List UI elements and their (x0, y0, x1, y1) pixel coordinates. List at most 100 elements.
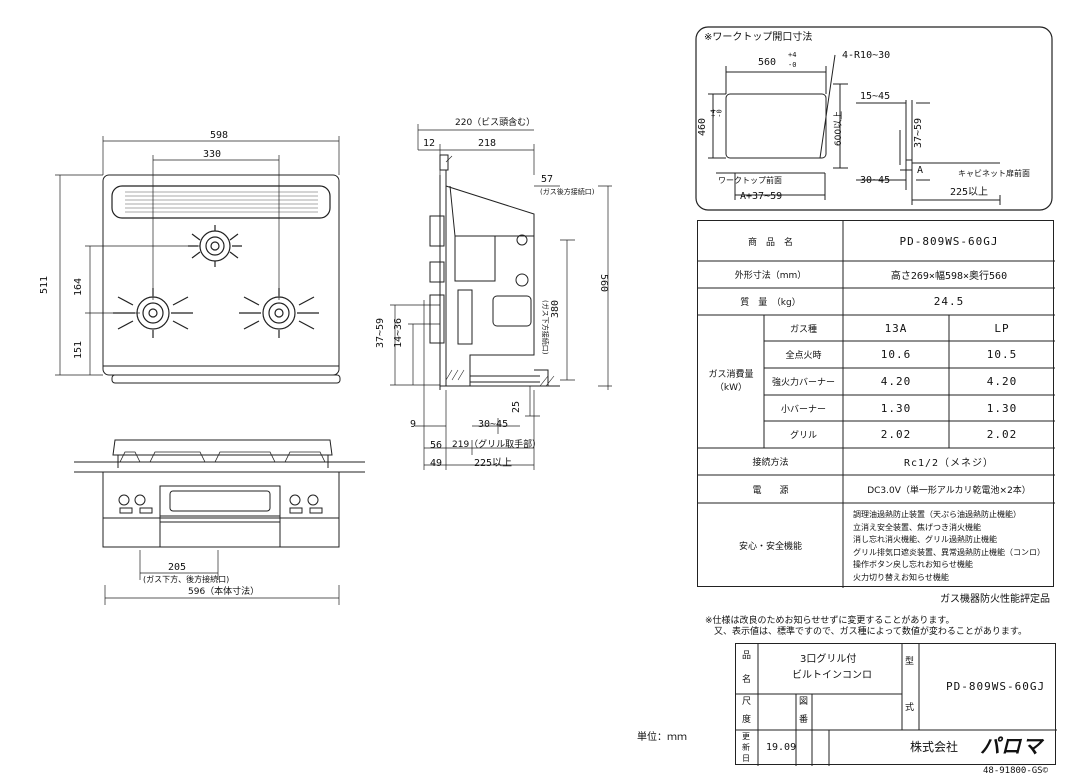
dim-12: 12 (423, 138, 436, 149)
note-line-1: ※仕様は改良のためお知らせせずに変更することがあります。 (705, 616, 955, 626)
dim-49: 49 (430, 458, 443, 469)
dim-511: 511 (39, 275, 51, 295)
row-label-small: 小バーナー (780, 404, 826, 415)
tb-date: 19.09 (766, 742, 797, 753)
dim-14-36: 14~36 (393, 317, 405, 349)
tb-hin: 品 (742, 651, 752, 661)
mass-value: 24.5 (933, 295, 965, 308)
tb-shaku: 尺 (742, 697, 752, 707)
dim-57-note: (ガス後方接続口) (540, 188, 595, 196)
tb-ban: 番 (799, 715, 809, 725)
worktop-dim-a: A+37~59 (740, 191, 783, 202)
tb-product-line1: 3口グリル付 (800, 654, 857, 665)
tb-mei: 名 (742, 675, 752, 685)
dimensions-label: 外形寸法（mm） (734, 271, 807, 281)
row-small-a: 1.30 (880, 401, 912, 415)
row-label-all: 全点火時 (785, 351, 822, 361)
mass-label: 質 量 （kg） (740, 298, 801, 308)
tb-kou: 更 (742, 732, 750, 741)
worktop-dim-460: 460 (697, 117, 709, 137)
spec-table: 商 品 名 PD-809WS-60GJ 外形寸法（mm） 高さ269×幅598×… (697, 220, 1055, 588)
certification: ガス機器防火性能評定品 (940, 594, 1050, 605)
connection-label: 接続方法 (752, 458, 789, 468)
tb-company: 株式会社 (910, 740, 959, 754)
safety-item: グリル排気口遮炎装置、異常過熱防止機能（コンロ） (853, 547, 1045, 557)
spec-table-grid (698, 221, 1055, 588)
dim-560-side: 560 (598, 273, 610, 293)
worktop-dim-225: 225以上 (950, 187, 989, 198)
worktop-dim-r: 4-R10~30 (842, 50, 891, 61)
worktop-dim-600: 600以上 (834, 110, 845, 147)
worktop-title: ※ワークトップ開口寸法 (704, 32, 813, 43)
dim-9: 9 (410, 419, 417, 430)
worktop-dim-30-45: 30~45 (860, 175, 891, 186)
worktop-dim-15-45: 15~45 (860, 91, 891, 102)
dim-164: 164 (73, 277, 85, 297)
front-elevation-drawing (74, 439, 365, 605)
worktop-dim-560-tol-down: -0 (788, 61, 797, 69)
dim-205: 205 (168, 562, 187, 573)
row-all-b: 10.5 (986, 348, 1018, 361)
row-label-grill: グリル (789, 431, 817, 441)
dim-220: 220（ビス頭含む） (455, 118, 536, 128)
tb-shin: 新 (742, 743, 750, 752)
safety-item: 調理油過熱防止装置（天ぷら油過熱防止機能） (853, 510, 1021, 519)
gas-13a: 13A (884, 321, 908, 335)
dim-598: 598 (210, 130, 229, 141)
dim-57: 57 (541, 174, 554, 185)
safety-item: 消し忘れ消火機能、グリル過熱防止機能 (853, 535, 997, 544)
gas-lp: LP (994, 321, 1010, 335)
row-strong-a: 4.20 (880, 375, 912, 388)
tb-do: 度 (742, 715, 752, 725)
note-line-2: 又、表示値は、標準ですので、ガス種によって数値が変わることがあります。 (714, 627, 1028, 637)
row-strong-b: 4.20 (986, 375, 1018, 388)
safety-label: 安心・安全機能 (738, 542, 802, 552)
dim-205-note: (ガス下方、後方接続口) (143, 575, 230, 584)
safety-item: 操作ボタン戻し忘れお知らせ機能 (853, 560, 973, 569)
title-block-grid (736, 644, 1057, 766)
dim-151: 151 (73, 340, 85, 360)
worktop-label-a: A (917, 165, 924, 176)
title-block: 品 名 3口グリル付 ビルトインコンロ 型 式 PD-809WS-60GJ 尺 … (735, 643, 1057, 766)
consumption-label: ガス消費量 （kW） (708, 369, 754, 393)
safety-item: 立消え安全装置、焦げつき消火機能 (853, 522, 981, 532)
dim-25: 25 (511, 400, 523, 414)
tb-zu: 図 (799, 697, 809, 707)
product-name-label: 商 品 名 (747, 237, 793, 248)
power-value: DC3.0V（単一形アルカリ乾電池×2本） (867, 485, 1031, 496)
power-label: 電 源 (752, 485, 789, 496)
dim-219: 219（グリル取手部） (452, 440, 542, 450)
side-view-drawing (390, 124, 612, 470)
dim-30-45-side: 30~45 (478, 419, 509, 430)
dimensions-value: 高さ269×幅598×奥行560 (890, 271, 1008, 282)
safety-item: 火力切り替えお知らせ機能 (853, 572, 949, 582)
dim-380-note: (ガス下方接続口) (541, 300, 549, 355)
row-label-strong: 強火力バーナー (771, 378, 835, 388)
paloma-logo: パロマ (980, 734, 1043, 758)
dim-330: 330 (203, 149, 222, 160)
row-grill-b: 2.02 (986, 428, 1018, 441)
dim-37-59-side: 37~59 (375, 317, 387, 349)
tb-hi: 日 (742, 754, 750, 763)
worktop-cabinet-front: キャビネット扉前面 (958, 169, 1030, 178)
worktop-front-label: ワークトップ前面 (718, 176, 782, 185)
worktop-drawing (695, 26, 1053, 211)
worktop-dim-37-59: 37~59 (913, 117, 925, 149)
top-view-drawing (55, 136, 341, 384)
tb-model: PD-809WS-60GJ (946, 680, 1046, 693)
gas-type-label: ガス種 (789, 324, 817, 335)
safety-list: 調理油過熱防止装置（天ぷら油過熱防止機能） 立消え安全装置、焦げつき消火機能 消… (853, 509, 1045, 584)
dim-380: 380 (550, 299, 562, 319)
row-all-a: 10.6 (880, 348, 912, 361)
tb-kata: 型 (905, 657, 915, 667)
dim-218: 218 (478, 138, 497, 149)
worktop-dim-460-tol-down: -0 (715, 109, 724, 118)
tb-product-line2: ビルトインコンロ (792, 670, 872, 681)
row-small-b: 1.30 (986, 401, 1018, 415)
worktop-dim-560-tol-up: +4 (788, 51, 797, 59)
dim-56: 56 (430, 440, 443, 451)
dim-596: 596（本体寸法） (188, 587, 260, 597)
product-name-value: PD-809WS-60GJ (899, 234, 999, 248)
worktop-dim-560: 560 (758, 57, 777, 68)
